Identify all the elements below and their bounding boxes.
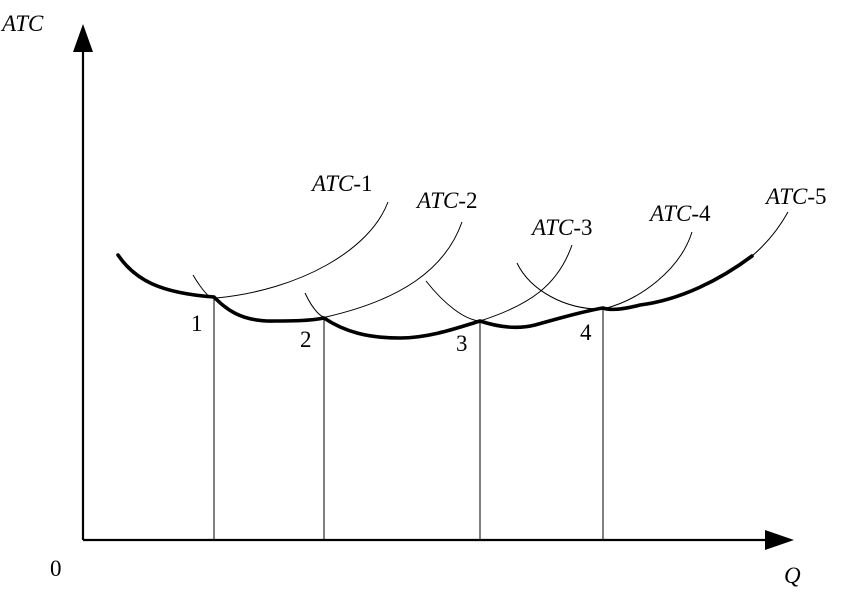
- curve-label-atc-1: ATC-1: [310, 171, 373, 196]
- point-label-1: 1: [191, 311, 203, 336]
- atc-1-curve: [192, 201, 389, 299]
- curve-label-atc-4: ATC-4: [648, 201, 711, 226]
- point-label-3: 3: [456, 331, 468, 356]
- long-run-atc-envelope: [116, 253, 754, 340]
- curve-label-atc-3: ATC-3: [530, 215, 593, 240]
- point-label-4: 4: [580, 320, 592, 345]
- axes: [73, 24, 794, 550]
- y-axis-label: ATC: [0, 11, 44, 36]
- x-axis-label: Q: [784, 563, 801, 588]
- drop-lines: [213, 297, 604, 540]
- atc-5-leader: [751, 211, 789, 257]
- atc-4-curve: [516, 231, 693, 310]
- curve-label-atc-5: ATC-5: [764, 184, 827, 209]
- atc-2-curve: [304, 221, 463, 318]
- point-label-2: 2: [300, 327, 312, 352]
- origin-label: 0: [50, 556, 62, 581]
- atc-3-curve: [425, 244, 573, 322]
- y-axis-arrow-icon: [73, 24, 93, 52]
- curve-label-atc-2: ATC-2: [415, 188, 478, 213]
- x-axis-arrow-icon: [765, 530, 794, 550]
